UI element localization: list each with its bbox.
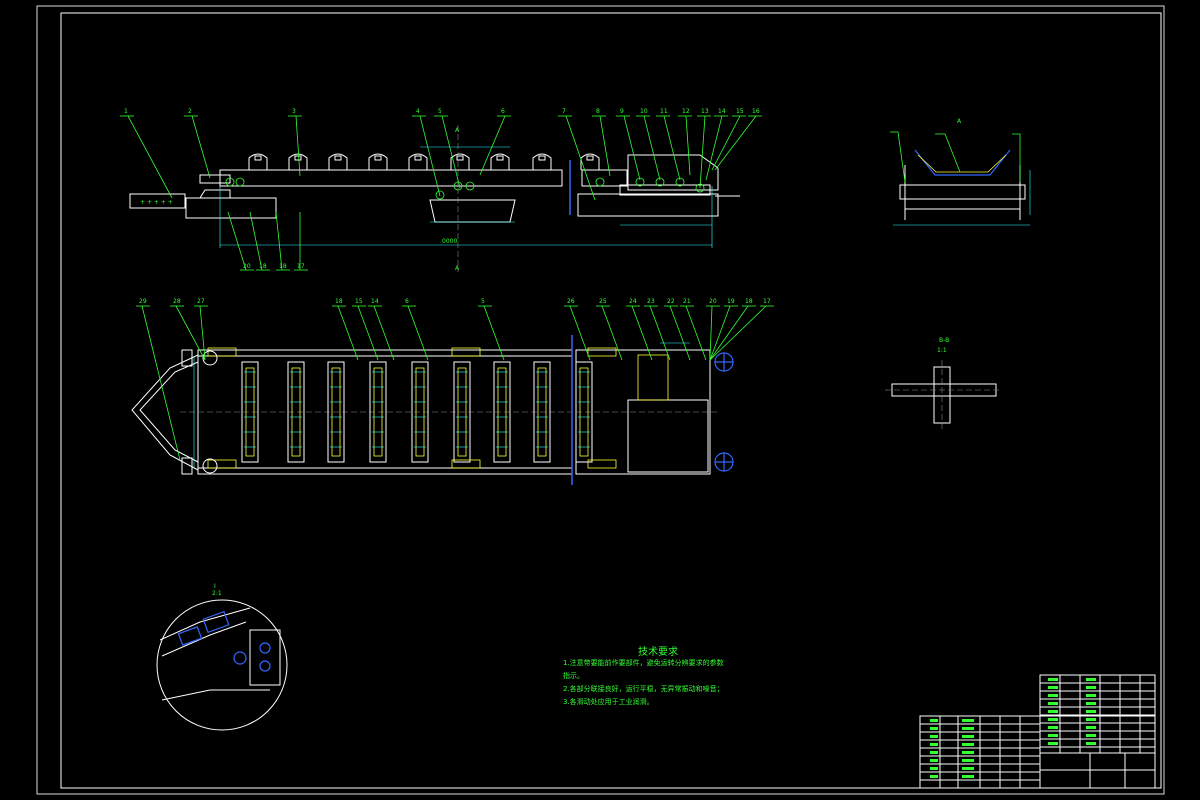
leader-label-top: 1 xyxy=(124,108,128,115)
tail-marks: + + + + + xyxy=(140,199,173,206)
leader-label-plan: 21 xyxy=(683,298,691,305)
leader-label-plan: 17 xyxy=(763,298,771,305)
section-title: A xyxy=(957,118,962,125)
leader-label-bottom: 18 xyxy=(259,263,267,270)
leader-label-plan: 23 xyxy=(647,298,655,305)
top-idlers xyxy=(248,153,600,170)
leader-label-top: 14 xyxy=(718,108,726,115)
leader-label-plan: 26 xyxy=(567,298,575,305)
leader-label-top: 10 xyxy=(640,108,648,115)
leader-label-plan: 25 xyxy=(599,298,607,305)
svg-text:1:1: 1:1 xyxy=(937,347,947,354)
leader-label-plan: 5 xyxy=(481,298,485,305)
leader-label-plan: 28 xyxy=(173,298,181,305)
leader-label-top: 2 xyxy=(188,108,192,115)
leader-label-plan: 20 xyxy=(709,298,717,305)
overall-dim: 0000 xyxy=(442,238,457,245)
svg-text:B-B: B-B xyxy=(939,337,949,344)
title-block xyxy=(919,674,1156,789)
leader-label-plan: 15 xyxy=(355,298,363,305)
note-line-3: 3.各滑动处应用于工业润滑。 xyxy=(563,698,654,706)
leader-label-bottom: 17 xyxy=(297,263,305,270)
leader-label-plan: 22 xyxy=(667,298,675,305)
leaders-bottom: 20 18 18 17 xyxy=(227,211,308,271)
leader-label-plan: 19 xyxy=(727,298,735,305)
leader-label-top: 11 xyxy=(660,108,668,115)
plan-view: 29 28 27 18 15 14 6 5 26 25 24 23 22 21 20 19 18 17 xyxy=(131,298,774,485)
leader-label-plan: 14 xyxy=(371,298,379,305)
outer-frame xyxy=(36,5,1165,795)
leader-label-bottom: 18 xyxy=(279,263,287,270)
leader-label-top: 15 xyxy=(736,108,744,115)
note-line-1: 1.注意带要能前作要部件，避免运转分辨要求的参数 xyxy=(563,659,724,667)
leader-label-plan: 29 xyxy=(139,298,147,305)
title-block-grid xyxy=(920,675,1155,788)
leaders-plan: 29 28 27 18 15 14 6 5 26 25 24 23 22 21 20 19 18 17 xyxy=(136,298,774,461)
section-mark-bottom: A xyxy=(455,265,460,272)
section-view-a: A xyxy=(890,118,1031,226)
elevation-view: + + + + + 0000 A A xyxy=(120,108,762,272)
section-view-b: B-B 1:1 xyxy=(885,337,1000,430)
detail-scale: 2:1 xyxy=(212,590,222,597)
section-mark-top: A xyxy=(455,127,460,134)
leader-label-top: 6 xyxy=(501,108,505,115)
leader-label-top: 5 xyxy=(438,108,442,115)
leader-label-top: 7 xyxy=(562,108,566,115)
detail-view: I 2:1 xyxy=(156,583,288,731)
leader-label-top: 8 xyxy=(596,108,600,115)
plan-idlers xyxy=(207,347,617,469)
leader-label-plan: 18 xyxy=(745,298,753,305)
leader-label-plan: 24 xyxy=(629,298,637,305)
leader-label-plan: 27 xyxy=(197,298,205,305)
leader-label-top: 13 xyxy=(701,108,709,115)
leader-label-top: 12 xyxy=(682,108,690,115)
leader-label-plan: 18 xyxy=(335,298,343,305)
inner-frame xyxy=(60,12,1162,789)
note-line-1b: 指示。 xyxy=(563,672,584,680)
note-line-2: 2.各部分联接良好，运行平稳，无异常振动和噪音； xyxy=(563,685,724,693)
leader-label-top: 9 xyxy=(620,108,624,115)
leader-label-top: 4 xyxy=(416,108,420,115)
leader-label-top: 16 xyxy=(752,108,760,115)
elevation-rollers xyxy=(225,177,705,200)
leader-label-plan: 6 xyxy=(405,298,409,305)
detail-label: I xyxy=(214,583,216,590)
leader-label-bottom: 20 xyxy=(243,263,251,270)
leader-label-top: 3 xyxy=(292,108,296,115)
notes-title: 技术要求 xyxy=(638,647,678,658)
